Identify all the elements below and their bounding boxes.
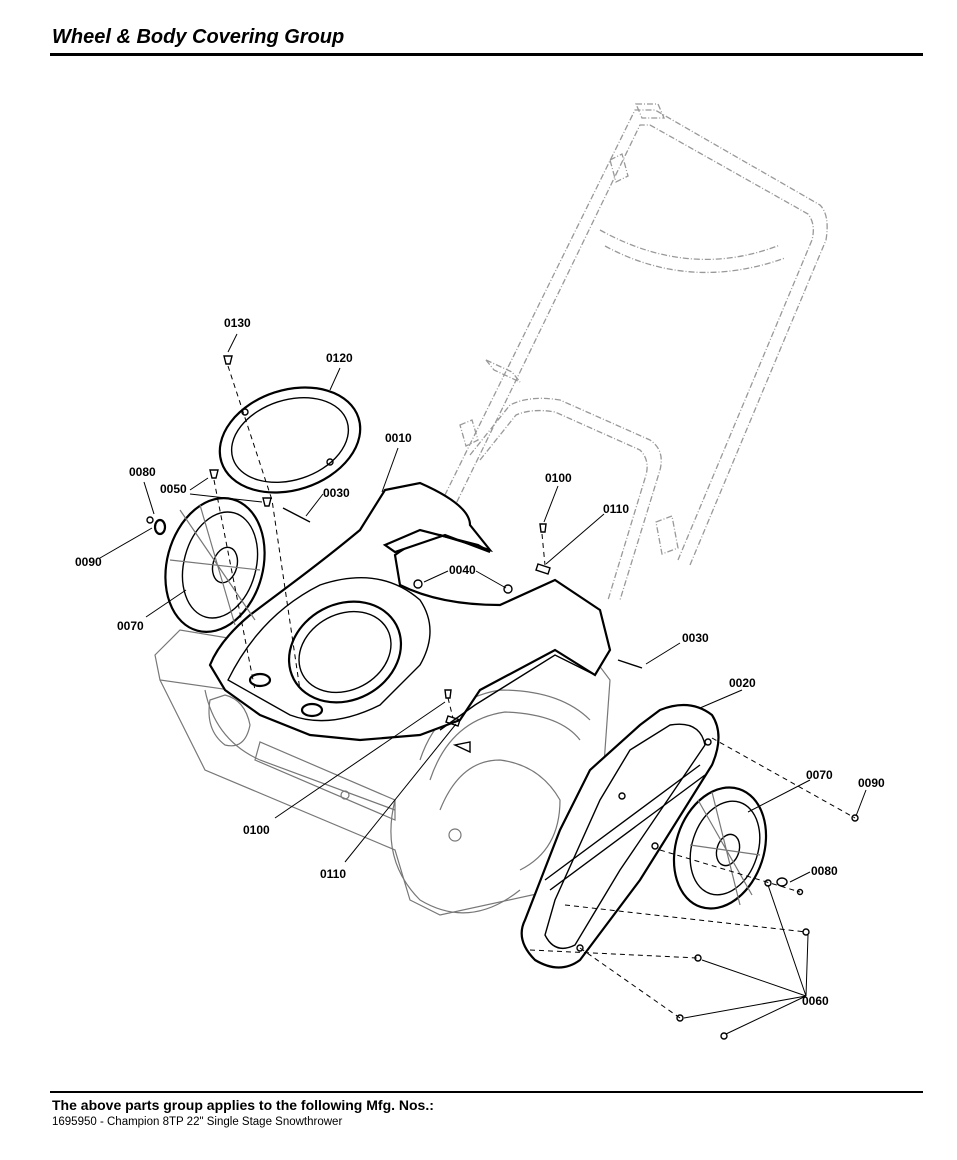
- hardware: [146, 355, 859, 1040]
- left-wheel: [153, 497, 266, 633]
- model-number: 1695950 - Champion 8TP 22" Single Stage …: [52, 1116, 343, 1128]
- right-wheel: [672, 786, 768, 910]
- side-cover: [520, 703, 720, 969]
- auger-housing: [154, 629, 611, 916]
- applicability-heading: The above parts group applies to the fol…: [52, 1097, 434, 1113]
- callout-0040: 0040: [449, 563, 476, 577]
- page-title: Wheel & Body Covering Group: [52, 26, 345, 48]
- callout-0080-left: 0080: [129, 465, 156, 479]
- callout-0120: 0120: [326, 351, 353, 365]
- callout-0130: 0130: [224, 316, 251, 330]
- callout-0110-top: 0110: [603, 502, 629, 516]
- callout-0090-right: 0090: [858, 776, 885, 790]
- callout-0070-left: 0070: [117, 619, 144, 633]
- callout-0100-top: 0100: [545, 471, 572, 485]
- body-cover: [208, 481, 612, 754]
- callout-0080-right: 0080: [811, 864, 838, 878]
- callout-0030-left: 0030: [323, 486, 350, 500]
- leader-lines: [99, 333, 867, 1035]
- handle-frame: [439, 103, 828, 601]
- chute-ring: [218, 386, 362, 494]
- title-rule: [50, 53, 923, 56]
- callout-0110-bottom: 0110: [320, 867, 346, 881]
- callout-0030-right: 0030: [682, 631, 709, 645]
- callout-0050: 0050: [160, 482, 187, 496]
- callout-0060: 0060: [802, 994, 829, 1008]
- callout-0100-bottom: 0100: [243, 823, 270, 837]
- callout-0020: 0020: [729, 676, 756, 690]
- callout-0070-right: 0070: [806, 768, 833, 782]
- callout-labels: 0130 0120 0010 0080 0050 0030 0100 0110 …: [75, 316, 885, 1008]
- footer-rule: [50, 1091, 923, 1093]
- callout-0010: 0010: [385, 431, 412, 445]
- callout-0090-left: 0090: [75, 555, 102, 569]
